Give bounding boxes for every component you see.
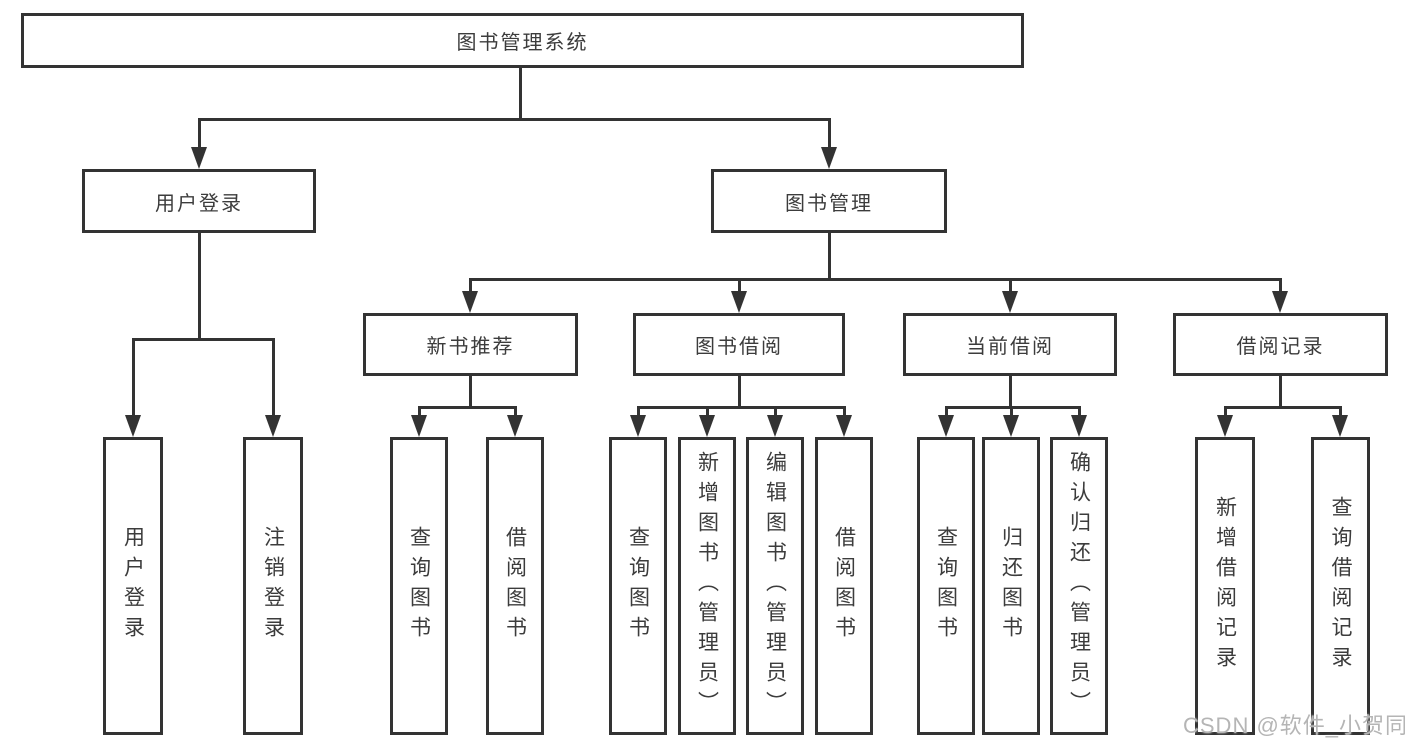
leaf-label: 借阅图书 [503,526,527,646]
arrow-down-icon [1002,291,1018,313]
arrow-down-icon [1332,415,1348,437]
arrow-down-icon [938,415,954,437]
connector-vline [272,338,275,415]
connector-vline [1339,406,1342,417]
leaf-edit-book-admin: 编辑图书（管理员） [746,437,804,735]
connector-vline [469,278,472,293]
leaf-label: 新增图书（管理员） [695,451,719,721]
connector-vline [514,406,517,417]
connector-hline [469,278,1282,281]
arrow-down-icon [767,415,783,437]
leaf-add-borrow-record: 新增借阅记录 [1195,437,1255,735]
arrow-down-icon [411,415,427,437]
arrow-down-icon [265,415,281,437]
arrow-down-icon [1272,291,1288,313]
connector-vline [706,406,709,417]
connector-vline [945,406,948,417]
arrow-down-icon [125,415,141,437]
connector-vline [198,233,201,340]
connector-vline [198,118,201,149]
leaf-label: 查询借阅记录 [1329,496,1352,676]
arrow-down-icon [1071,415,1087,437]
leaf-label: 注销登录 [261,526,285,646]
arrow-down-icon [462,291,478,313]
connector-vline [828,233,831,280]
connector-vline [828,118,831,149]
leaf-label: 借阅图书 [832,526,856,646]
node-book-management: 图书管理 [711,169,947,233]
arrow-down-icon [191,147,207,169]
connector-hline [132,338,274,341]
connector-vline [519,66,522,120]
connector-vline [843,406,846,417]
node-root: 图书管理系统 [21,13,1024,68]
connector-vline [738,278,741,293]
leaf-label: 查询图书 [934,526,958,646]
leaf-return-book: 归还图书 [982,437,1040,735]
connector-vline [132,338,135,415]
leaf-borrow-books: 借阅图书 [815,437,873,735]
connector-vline [1279,374,1282,408]
connector-vline [469,374,472,408]
connector-vline [1009,278,1012,293]
connector-vline [1009,374,1012,408]
watermark: CSDN @软件_小贺同学 [1183,713,1405,738]
leaf-user-login: 用户登录 [103,437,163,735]
connector-vline [1224,406,1227,417]
leaf-query-books-current: 查询图书 [917,437,975,735]
connector-hline [198,118,831,121]
arrow-down-icon [731,291,747,313]
leaf-borrow-books-recommend: 借阅图书 [486,437,544,735]
arrow-down-icon [630,415,646,437]
connector-vline [418,406,421,417]
arrow-down-icon [1003,415,1019,437]
connector-vline [738,374,741,408]
connector-vline [1010,406,1013,417]
leaf-query-books-recommend: 查询图书 [390,437,448,735]
leaf-logout: 注销登录 [243,437,303,735]
leaf-label: 归还图书 [999,526,1023,646]
leaf-query-books-borrow: 查询图书 [609,437,667,735]
arrow-down-icon [507,415,523,437]
leaf-confirm-return-admin: 确认归还（管理员） [1050,437,1108,735]
node-new-book-recommend: 新书推荐 [363,313,578,376]
node-borrow-records: 借阅记录 [1173,313,1388,376]
arrow-down-icon [1217,415,1233,437]
arrow-down-icon [699,415,715,437]
arrow-down-icon [836,415,852,437]
leaf-label: 查询图书 [407,526,431,646]
connector-hline [1224,406,1342,409]
connector-vline [637,406,640,417]
leaf-add-book-admin: 新增图书（管理员） [678,437,736,735]
node-user-login: 用户登录 [82,169,316,233]
connector-vline [1279,278,1282,293]
node-book-borrow: 图书借阅 [633,313,845,376]
leaf-label: 确认归还（管理员） [1067,451,1091,721]
arrow-down-icon [821,147,837,169]
connector-hline [637,406,846,409]
connector-hline [945,406,1081,409]
leaf-label: 查询图书 [626,526,650,646]
node-current-borrow: 当前借阅 [903,313,1117,376]
leaf-label: 新增借阅记录 [1213,496,1237,676]
leaf-label: 编辑图书（管理员） [763,451,787,721]
connector-vline [1078,406,1081,417]
leaf-query-borrow-record: 查询借阅记录 [1311,437,1370,735]
leaf-label: 用户登录 [121,526,145,646]
connector-vline [774,406,777,417]
connector-hline [418,406,517,409]
